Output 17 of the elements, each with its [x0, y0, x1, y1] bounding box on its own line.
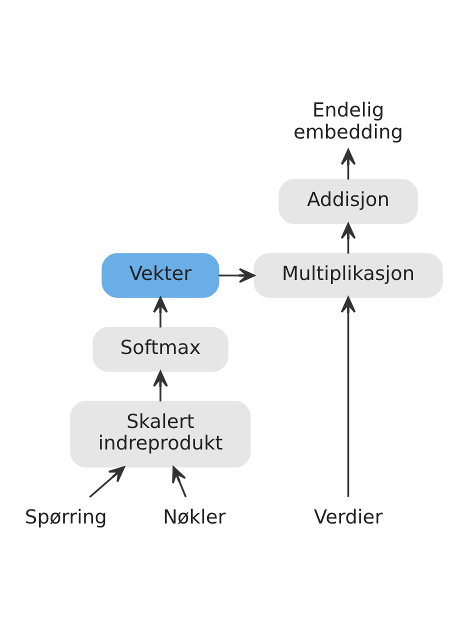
node-text: Nøkler: [162, 506, 226, 529]
arrow: [340, 148, 356, 180]
arrow: [340, 222, 356, 254]
node-box: Addisjon: [278, 179, 418, 224]
node-text: Verdier: [313, 506, 382, 529]
node-text: Spørring: [24, 506, 106, 529]
arrow: [152, 296, 168, 328]
arrow: [172, 466, 186, 498]
arrow: [88, 466, 124, 498]
arrow: [340, 296, 356, 497]
node-box: Multiplikasjon: [253, 253, 442, 298]
arrow: [152, 370, 168, 402]
node-text: Endelig embedding: [292, 98, 403, 144]
node-box: Skalert indreprodukt: [70, 400, 250, 468]
node-box: Softmax: [92, 326, 228, 372]
arrow: [218, 268, 255, 283]
node-box: Vekter: [101, 253, 219, 298]
